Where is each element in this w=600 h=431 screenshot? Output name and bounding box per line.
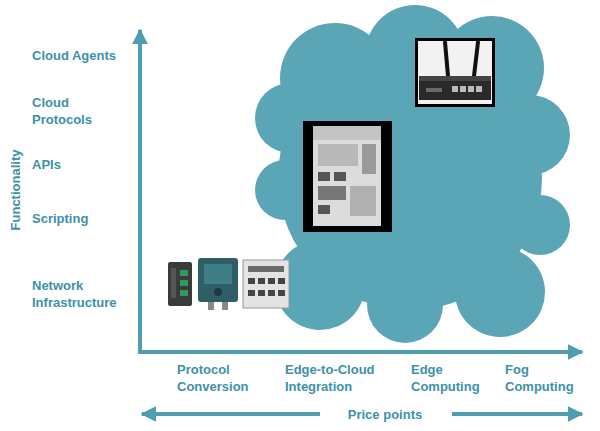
axis-tick-label: Cloud Agents xyxy=(32,47,137,64)
device-photo xyxy=(243,260,289,308)
axis-tick-label: APIs xyxy=(32,156,137,173)
device-photo xyxy=(303,121,392,232)
device-photo xyxy=(168,262,192,306)
axis-title: Price points xyxy=(345,406,425,423)
cloud-shape xyxy=(255,5,570,343)
axis-tick-label: Scripting xyxy=(32,210,137,227)
axis-tick-label: Edge Computing xyxy=(411,361,493,395)
y-axis xyxy=(138,30,142,354)
axis-tick-label: Fog Computing xyxy=(505,361,587,395)
axis-tick-label: Network Infrastructure xyxy=(32,277,132,311)
device-photo xyxy=(415,38,495,107)
axis-title: Functionality xyxy=(7,150,24,231)
axis-tick-label: Protocol Conversion xyxy=(177,361,259,395)
axis-tick-label: Cloud Protocols xyxy=(32,94,104,128)
price-arrow xyxy=(142,412,320,416)
x-axis xyxy=(138,350,582,354)
price-arrow xyxy=(452,412,582,416)
device-photo xyxy=(198,258,238,310)
axis-tick-label: Edge-to-Cloud Integration xyxy=(285,361,393,395)
